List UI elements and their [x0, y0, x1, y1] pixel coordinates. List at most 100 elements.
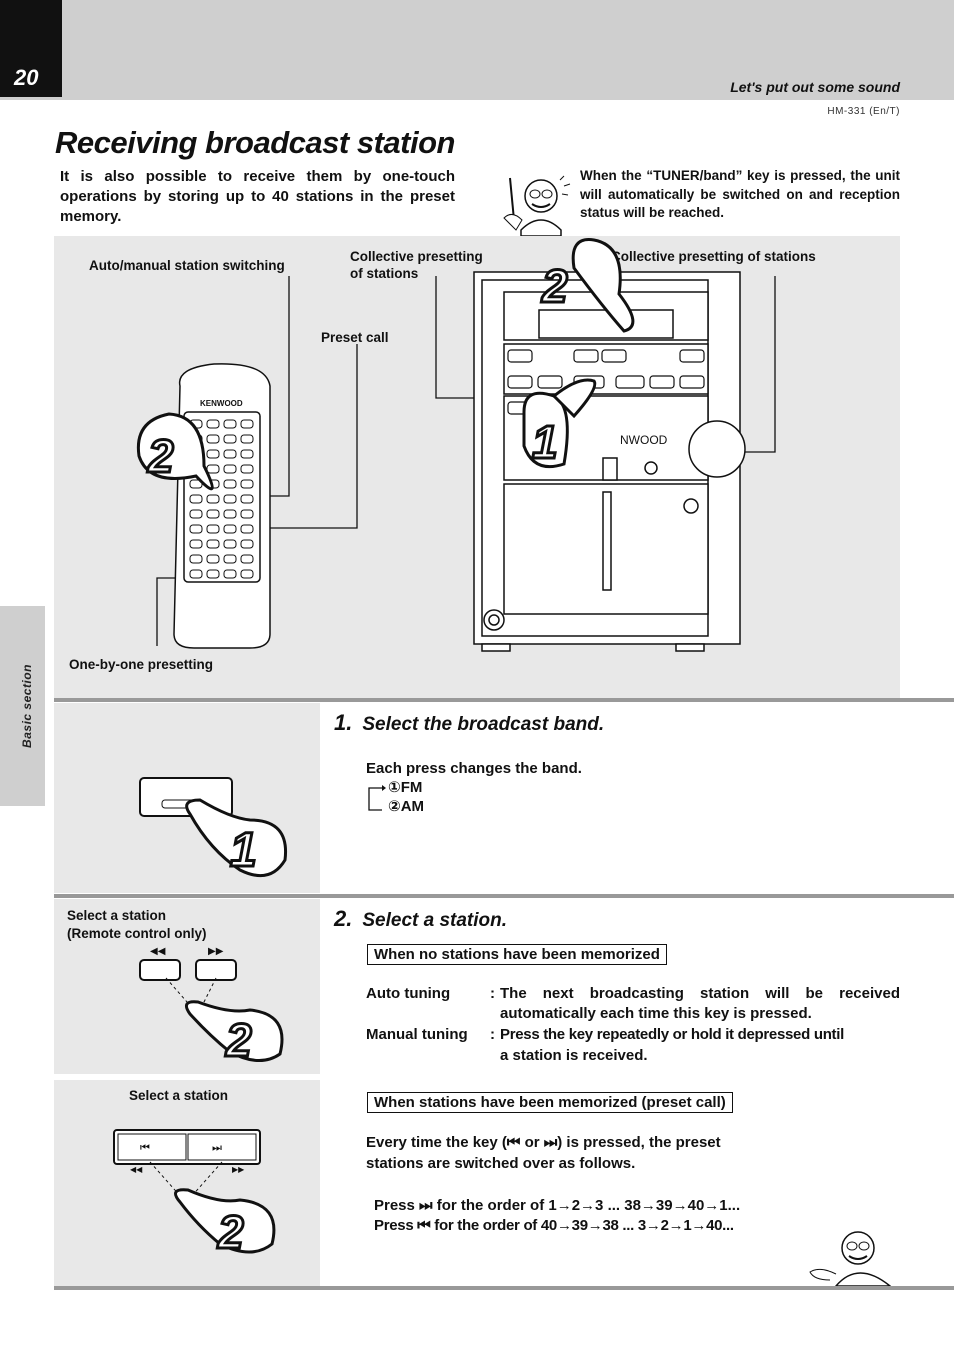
svg-text:⏭: ⏭ [212, 1142, 222, 1154]
running-head: Let's put out some sound [730, 79, 900, 95]
remote-key [240, 509, 254, 519]
step2-unit-illustration: ⏮ ⏭ ◀◀ ▶▶ 2 [113, 1129, 276, 1260]
remote-key [223, 464, 237, 474]
remote-key [223, 509, 237, 519]
hand-icon-remote [136, 412, 214, 491]
svg-text:▶▶: ▶▶ [208, 946, 224, 957]
svg-text:◀◀: ◀◀ [130, 1165, 143, 1174]
remote-key [240, 449, 254, 459]
main-unit [473, 271, 746, 652]
page-number-tab: 20 [0, 0, 62, 97]
remote-key [206, 554, 220, 564]
remote-only-label: (Remote control only) [67, 926, 207, 941]
remote-key [223, 524, 237, 534]
step2-number: 2. [334, 906, 353, 931]
svg-text:⏮: ⏮ [140, 1142, 150, 1154]
remote-tune-down-key [139, 959, 181, 981]
page-title: Receiving broadcast station [55, 125, 455, 160]
remote-key [223, 569, 237, 579]
hand-icon-step2b [174, 1188, 276, 1254]
badge-1-step1: 1 [230, 824, 257, 877]
badge-2-step2a: 2 [225, 1014, 252, 1066]
remote-key [206, 569, 220, 579]
mascot-presenting-icon [809, 1231, 892, 1286]
remote-key [240, 479, 254, 489]
hand-icon-step2a [184, 1000, 284, 1062]
unit-brand: NWOOD [620, 433, 668, 447]
step2-title: Select a station. [362, 910, 508, 931]
manual-tuning-text-2: a station is received. [500, 1047, 648, 1064]
select-station-remote-label: Select a station [67, 908, 167, 923]
remote-key [223, 479, 237, 489]
auto-tuning-text-2: automatically each time this key is pres… [500, 1005, 812, 1022]
step2-remote-illustration: ◀◀ ▶▶ 2 [139, 946, 284, 1068]
step1-desc: Each press changes the band. [366, 760, 582, 777]
select-station-label: Select a station [129, 1088, 229, 1103]
remote-key [240, 524, 254, 534]
remote-key [189, 554, 203, 564]
remote-key [240, 434, 254, 444]
page-number: 20 [14, 65, 39, 90]
step1-heading: 1. Select the broadcast band. [334, 710, 604, 736]
step2-heading: 2. Select a station. [334, 906, 507, 932]
band-cycle-arrow-icon [368, 785, 386, 811]
remote-key [206, 494, 220, 504]
remote-key [189, 569, 203, 579]
hand-icon-unit-front [522, 378, 597, 469]
label-collective-2: Collective presetting of stations [611, 249, 816, 264]
remote-key [240, 569, 254, 579]
remote-key [206, 524, 220, 534]
svg-text:▶▶: ▶▶ [232, 1165, 245, 1174]
remote-key [223, 419, 237, 429]
section-tab: Basic section [0, 606, 45, 806]
auto-tuning-text-1: The next broadcasting station will be re… [500, 985, 900, 1002]
remote-key [240, 554, 254, 564]
divider [54, 1286, 954, 1290]
press-prev-order: Press ⏮ for the order of 40→39→38 ... 3→… [374, 1217, 734, 1234]
divider [54, 894, 954, 898]
manual-tuning-text-1: Press the key repeatedly or hold it depr… [500, 1026, 844, 1043]
step1-number: 1. [334, 710, 353, 735]
svg-text:◀◀: ◀◀ [150, 946, 166, 957]
label-collective-1b: of stations [350, 266, 419, 281]
remote-tune-up-key [195, 959, 237, 981]
remote-key [206, 509, 220, 519]
manual-tuning-label: Manual tuning [366, 1026, 468, 1043]
remote-key [223, 554, 237, 564]
step1-illustration: 1 [139, 777, 288, 879]
prev-key [117, 1133, 187, 1161]
remote-key [189, 539, 203, 549]
remote-key [206, 539, 220, 549]
band-fm: ①FM [388, 779, 423, 796]
remote-key [240, 464, 254, 474]
every-time-text-1: Every time the key (⏮ or ⏭) is pressed, … [366, 1134, 721, 1151]
header-band [0, 0, 954, 100]
next-key [187, 1133, 257, 1161]
label-preset-call: Preset call [321, 330, 389, 345]
tuner-note: When the “TUNER/band” key is pressed, th… [580, 168, 900, 220]
label-one-by-one: One-by-one presetting [69, 657, 214, 672]
no-memory-box: When no stations have been memorized [367, 944, 667, 965]
hand-icon-unit-top [571, 238, 635, 333]
label-auto-manual: Auto/manual station switching [89, 258, 285, 273]
badge-1-unit: 1 [532, 416, 558, 468]
remote-key [240, 539, 254, 549]
every-time-text-2: stations are switched over as follows. [366, 1155, 636, 1172]
step1-title: Select the broadcast band. [362, 714, 605, 735]
remote-key [223, 449, 237, 459]
section-tab-label: Basic section [20, 664, 34, 748]
auto-colon: : [490, 985, 495, 1002]
remote-key [206, 419, 220, 429]
manual-colon: : [490, 1026, 495, 1043]
remote-key [189, 509, 203, 519]
remote-key [189, 524, 203, 534]
remote-key [206, 434, 220, 444]
remote-key [240, 419, 254, 429]
auto-tuning-label: Auto tuning [366, 985, 451, 1002]
remote-key [223, 494, 237, 504]
mascot-pointing-icon [503, 175, 571, 236]
press-next-order: Press ⏭ for the order of 1→2→3 ... 38→39… [374, 1197, 741, 1214]
remote-key [223, 539, 237, 549]
remote-key [189, 494, 203, 504]
label-collective-1a: Collective presetting [350, 249, 483, 264]
